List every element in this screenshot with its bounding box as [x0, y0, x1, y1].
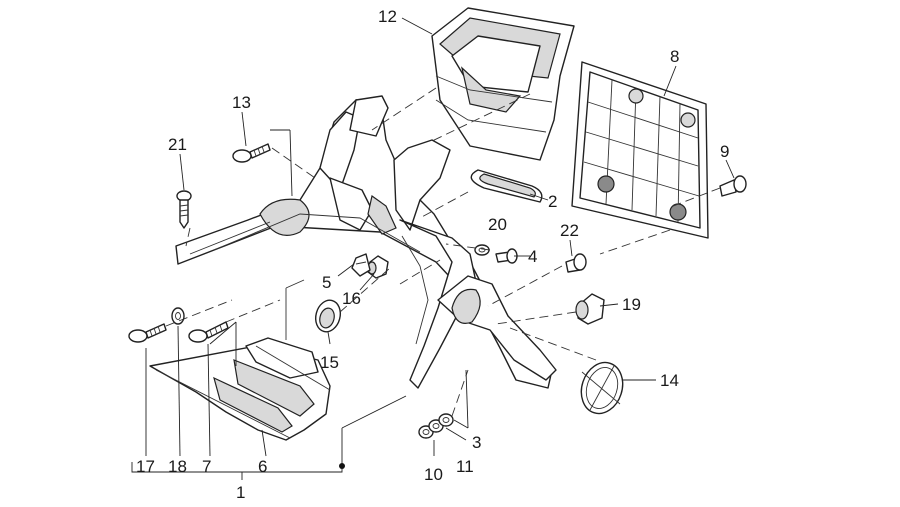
part-19-spacer	[575, 293, 605, 325]
part-16-bush	[367, 255, 389, 279]
callout-8: 8	[670, 47, 679, 66]
callout-16: 16	[342, 289, 361, 308]
callout-1: 1	[236, 483, 245, 502]
part-5-clip	[351, 253, 371, 277]
part-21-screw	[176, 190, 192, 229]
part-4-screw	[495, 248, 518, 264]
part-1-mudguard-body	[175, 95, 557, 389]
part-8-plate-holder	[571, 61, 709, 239]
callout-22: 22	[560, 221, 579, 240]
part-9-screw	[719, 175, 747, 197]
part-18-washer	[171, 307, 185, 325]
part-12-lamp-housing	[431, 7, 575, 161]
callout-17: 17	[136, 457, 155, 476]
callout-13: 13	[232, 93, 251, 112]
callout-14: 14	[660, 371, 679, 390]
part-15-round-pad	[314, 299, 342, 333]
callout-3: 3	[472, 433, 481, 452]
callout-labels: 1 2 3 4 5 6 7 8 9 10 11 12 13 14 15 16 1…	[136, 7, 729, 502]
part-10-11-3-nut-washers	[418, 413, 454, 439]
callout-15: 15	[320, 353, 339, 372]
callout-6: 6	[258, 457, 267, 476]
part-14-round-lens	[580, 361, 624, 415]
leader-lines	[131, 17, 735, 480]
part-7-screw	[188, 321, 229, 343]
part-6-lower-flap	[149, 337, 331, 441]
callout-20: 20	[488, 215, 507, 234]
part-13-screw	[232, 143, 271, 163]
callout-5: 5	[322, 273, 331, 292]
plate-grid	[583, 79, 700, 223]
callout-2: 2	[548, 192, 557, 211]
callout-4: 4	[528, 247, 537, 266]
callout-7: 7	[202, 457, 211, 476]
callout-12: 12	[378, 7, 397, 26]
assembly-lines	[165, 87, 721, 417]
callout-10: 10	[424, 465, 443, 484]
callout-9: 9	[720, 142, 729, 161]
callout-19: 19	[622, 295, 641, 314]
callout-11: 11	[456, 457, 474, 476]
part-2-reflector	[470, 169, 543, 203]
part-22-screw	[565, 253, 587, 273]
callout-21: 21	[168, 135, 187, 154]
callout-18: 18	[168, 457, 187, 476]
part-17-screw	[128, 323, 167, 343]
